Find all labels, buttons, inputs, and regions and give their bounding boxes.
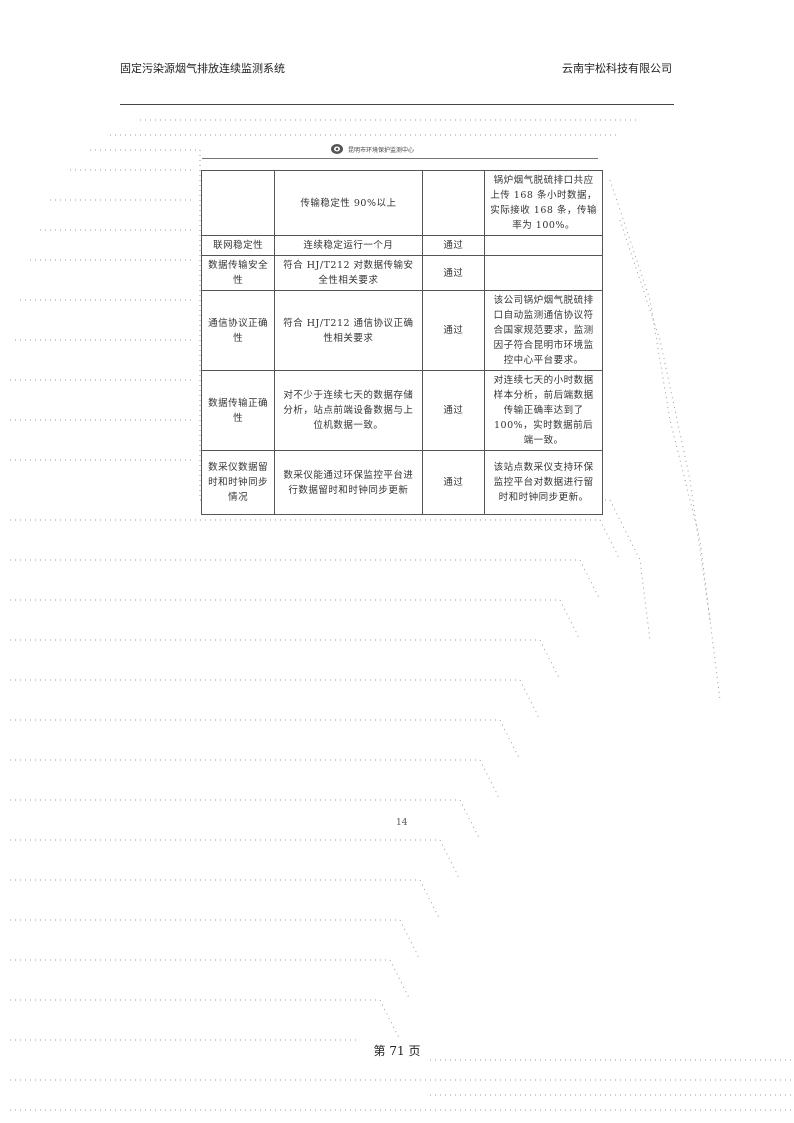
note-cell: 对连续七天的小时数据样本分析，前后端数据传输正确率达到了 100%，实时数据前后… bbox=[484, 370, 603, 451]
table-row: 数采仪数据留时和时钟同步情况 数采仪能通过环保监控平台进行数据留时和时钟同步更新… bbox=[200, 450, 603, 515]
requirement-cell: 符合 HJ/T212 通信协议正确性相关要求 bbox=[274, 290, 423, 371]
criterion-cell bbox=[200, 170, 276, 236]
requirement-cell: 对不少于连续七天的数据存储分析，站点前端设备数据与上位机数据一致。 bbox=[274, 370, 423, 451]
criterion-cell: 数据传输正确性 bbox=[200, 370, 276, 451]
header-left-title: 固定污染源烟气排放连续监测系统 bbox=[120, 62, 285, 75]
header-right-company: 云南宇松科技有限公司 bbox=[562, 62, 672, 75]
note-cell: 锅炉烟气脱硫排口共应上传 168 条小时数据，实际接收 168 条，传输率为 1… bbox=[484, 170, 603, 236]
result-cell: 通过 bbox=[421, 255, 486, 291]
note-cell bbox=[484, 255, 603, 291]
note-cell: 该站点数采仪支持环保监控平台对数据进行留时和时钟同步更新。 bbox=[484, 450, 603, 515]
stamp-divider bbox=[202, 158, 598, 159]
table-row: 联网稳定性 连续稳定运行一个月 通过 bbox=[200, 235, 603, 256]
requirement-cell: 连续稳定运行一个月 bbox=[274, 235, 423, 256]
stamp-text: 昆明市环境保护监测中心 bbox=[348, 146, 415, 154]
inner-page-number: 14 bbox=[396, 818, 408, 828]
table-row: 数据传输正确性 对不少于连续七天的数据存储分析，站点前端设备数据与上位机数据一致… bbox=[200, 370, 603, 451]
header-divider bbox=[120, 104, 674, 105]
criterion-cell: 数采仪数据留时和时钟同步情况 bbox=[200, 450, 276, 515]
result-cell bbox=[421, 170, 486, 236]
page-footer: 第 71 页 bbox=[373, 1044, 421, 1058]
criterion-cell: 联网稳定性 bbox=[200, 235, 276, 256]
requirement-cell: 传输稳定性 90%以上 bbox=[274, 170, 423, 236]
environmental-monitor-logo-icon bbox=[331, 144, 343, 154]
monitoring-center-stamp: 昆明市环境保护监测中心 bbox=[330, 143, 414, 155]
result-cell: 通过 bbox=[421, 450, 486, 515]
requirement-cell: 符合 HJ/T212 对数据传输安全性相关要求 bbox=[274, 255, 423, 291]
result-cell: 通过 bbox=[421, 290, 486, 371]
table-row: 传输稳定性 90%以上 锅炉烟气脱硫排口共应上传 168 条小时数据，实际接收 … bbox=[200, 170, 603, 236]
criterion-cell: 数据传输安全性 bbox=[200, 255, 276, 291]
table-row: 数据传输安全性 符合 HJ/T212 对数据传输安全性相关要求 通过 bbox=[200, 255, 603, 291]
criterion-cell: 通信协议正确性 bbox=[200, 290, 276, 371]
table-row: 通信协议正确性 符合 HJ/T212 通信协议正确性相关要求 通过 该公司锅炉烟… bbox=[200, 290, 603, 371]
verification-table: 传输稳定性 90%以上 锅炉烟气脱硫排口共应上传 168 条小时数据，实际接收 … bbox=[200, 170, 603, 515]
note-cell bbox=[484, 235, 603, 256]
requirement-cell: 数采仪能通过环保监控平台进行数据留时和时钟同步更新 bbox=[274, 450, 423, 515]
note-cell: 该公司锅炉烟气脱硫排口自动监测通信协议符合国家规范要求，监测因子符合昆明市环境监… bbox=[484, 290, 603, 371]
result-cell: 通过 bbox=[421, 235, 486, 256]
result-cell: 通过 bbox=[421, 370, 486, 451]
